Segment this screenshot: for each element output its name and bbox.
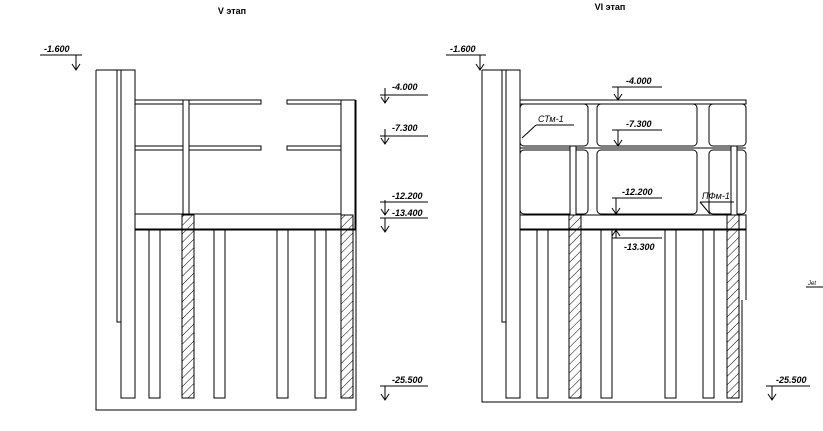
stage-vi-chamber <box>596 103 698 147</box>
stage-v-base-slab <box>134 213 342 231</box>
stage-vi-level-marker: -7.300 <box>612 119 662 147</box>
svg-text:-7.300: -7.300 <box>626 119 652 129</box>
svg-text:-13.400: -13.400 <box>392 208 423 218</box>
svg-text:-1.600: -1.600 <box>450 44 476 54</box>
svg-text:СТм-1: СТм-1 <box>538 114 564 124</box>
stage-vi-level-marker: -1.600 <box>446 44 486 71</box>
stage-vi-jet-column <box>568 214 582 399</box>
svg-text:-7.300: -7.300 <box>392 123 418 133</box>
stage-v-level-marker: -1.600 <box>40 44 82 71</box>
stage-vi-jet-column-right <box>726 214 740 399</box>
stage-vi-boundary <box>481 70 743 403</box>
stage-v-jet-column-right <box>340 214 354 399</box>
stage-vi-pile <box>664 229 677 399</box>
stage-v-boundary <box>95 70 357 411</box>
stage-vi-wall-label: СТм-1 <box>521 114 574 139</box>
svg-text:ПФм-1: ПФм-1 <box>702 191 730 201</box>
svg-text:-12.200: -12.200 <box>392 191 423 201</box>
stage-vi-title: VI этап <box>595 2 626 12</box>
stage-vi-chamber <box>519 149 589 215</box>
stage-v-pile <box>213 229 226 399</box>
stage-vi-king-post <box>730 145 738 216</box>
stage-vi-diaphragm-wall-left <box>505 69 521 399</box>
stage-vi-level-marker: -4.000 <box>612 76 662 101</box>
stage-vi-pile <box>702 229 715 399</box>
stage-v-strut-2-left <box>134 145 262 151</box>
stage-vi-pile <box>536 229 549 399</box>
stage-vi-top-slab <box>519 99 747 105</box>
stage-vi-slab-label: ПФм-1 <box>699 191 734 215</box>
stage-vi-pile <box>600 229 613 399</box>
stage-v-pile <box>314 229 327 399</box>
svg-text:-25.500: -25.500 <box>392 375 423 385</box>
stage-v-diaphragm-wall-right <box>340 99 356 231</box>
stage-v-level-marker: -12.200 <box>380 191 428 216</box>
stage-vi-level-marker: -12.200 <box>611 187 662 215</box>
stage-vi-level-marker: -25.500 <box>766 375 810 401</box>
stage-v-level-marker: -4.000 <box>380 82 428 104</box>
stage-vi-chamber <box>596 149 698 215</box>
stage-vi-base-slab <box>519 214 747 231</box>
stage-v-level-marker: -13.400 <box>380 208 428 233</box>
stage-v-pile <box>276 229 289 399</box>
stage-v-jet-column <box>181 214 195 399</box>
stage-v-strut-2-right <box>286 145 342 151</box>
stage-v-panel: V этап -1.600 <box>40 6 428 411</box>
svg-text:-4.000: -4.000 <box>626 76 652 86</box>
stage-v-pile <box>148 229 161 399</box>
svg-text:-25.500: -25.500 <box>776 375 807 385</box>
stage-v-inner-wall <box>116 69 122 323</box>
stage-vi-chamber <box>708 149 747 215</box>
stage-v-level-marker: -7.300 <box>380 123 428 145</box>
svg-text:-1.600: -1.600 <box>44 44 70 54</box>
stage-v-title: V этап <box>218 6 246 16</box>
stage-v-strut-1-right <box>286 99 342 105</box>
stage-vi-chamber <box>708 103 747 147</box>
stage-v-strut-1-left <box>134 99 262 105</box>
stage-v-diaphragm-wall-left <box>120 69 136 399</box>
stage-vi-inner-wall <box>501 69 507 323</box>
edge-note: Jet <box>806 281 823 288</box>
svg-text:Jet: Jet <box>807 281 816 287</box>
stage-vi-level-marker: -13.300 <box>611 229 662 252</box>
stage-vi-panel: VI этап <box>446 2 823 403</box>
stage-v-level-marker: -25.500 <box>380 375 428 401</box>
svg-text:-12.200: -12.200 <box>622 187 653 197</box>
stage-vi-king-post <box>569 145 577 216</box>
svg-text:-4.000: -4.000 <box>392 82 418 92</box>
svg-text:-13.300: -13.300 <box>624 242 655 252</box>
stage-v-king-post <box>182 99 190 216</box>
